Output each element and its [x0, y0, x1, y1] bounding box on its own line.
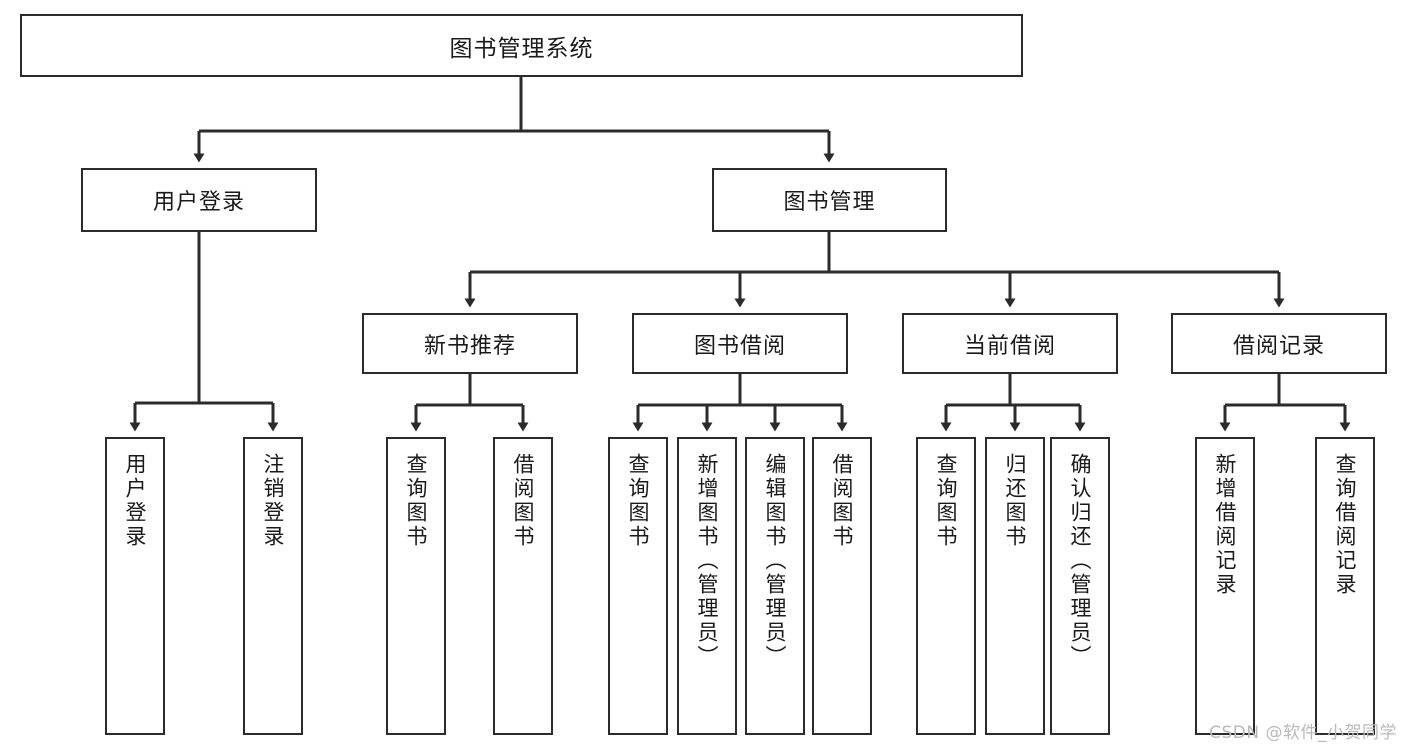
leaf-label: 归还图书 — [1003, 453, 1028, 549]
leaf-logout[interactable]: 注销登录 — [243, 437, 303, 735]
leaf-label: 注销登录 — [261, 453, 286, 549]
leaf-label: 查询图书 — [404, 453, 429, 549]
leaf-edit-book[interactable]: 编辑图书（管理员） — [745, 437, 805, 735]
leaf-label: 确认归还（管理员） — [1068, 453, 1093, 669]
leaf-label: 用户登录 — [123, 453, 148, 549]
leaf-query-book-1[interactable]: 查询图书 — [386, 437, 446, 735]
node-book-manage[interactable]: 图书管理 — [712, 168, 947, 232]
leaf-label: 新增借阅记录 — [1213, 453, 1238, 597]
leaf-user-login[interactable]: 用户登录 — [105, 437, 165, 735]
leaf-add-record[interactable]: 新增借阅记录 — [1195, 437, 1255, 735]
node-root-system[interactable]: 图书管理系统 — [20, 14, 1023, 77]
node-current-borrow[interactable]: 当前借阅 — [902, 313, 1118, 374]
leaf-label: 编辑图书（管理员） — [763, 453, 788, 669]
watermark-text: CSDN @软件_小贺同学 — [1209, 723, 1397, 743]
node-borrow-record[interactable]: 借阅记录 — [1171, 313, 1387, 374]
leaf-label: 查询图书 — [934, 453, 959, 549]
leaf-label: 查询图书 — [626, 453, 651, 549]
leaf-query-book-3[interactable]: 查询图书 — [916, 437, 976, 735]
leaf-label: 借阅图书 — [511, 453, 536, 549]
leaf-label: 借阅图书 — [830, 453, 855, 549]
leaf-return-book[interactable]: 归还图书 — [985, 437, 1045, 735]
leaf-query-record[interactable]: 查询借阅记录 — [1315, 437, 1375, 735]
leaf-add-book[interactable]: 新增图书（管理员） — [677, 437, 737, 735]
leaf-label: 查询借阅记录 — [1333, 453, 1358, 597]
leaf-borrow-book-1[interactable]: 借阅图书 — [493, 437, 553, 735]
leaf-label: 新增图书（管理员） — [695, 453, 720, 669]
leaf-query-book-2[interactable]: 查询图书 — [608, 437, 668, 735]
node-book-borrow[interactable]: 图书借阅 — [632, 313, 848, 374]
node-new-book-recommend[interactable]: 新书推荐 — [362, 313, 578, 374]
leaf-borrow-book-2[interactable]: 借阅图书 — [812, 437, 872, 735]
node-user-login[interactable]: 用户登录 — [81, 168, 317, 232]
leaf-confirm-return[interactable]: 确认归还（管理员） — [1050, 437, 1110, 735]
